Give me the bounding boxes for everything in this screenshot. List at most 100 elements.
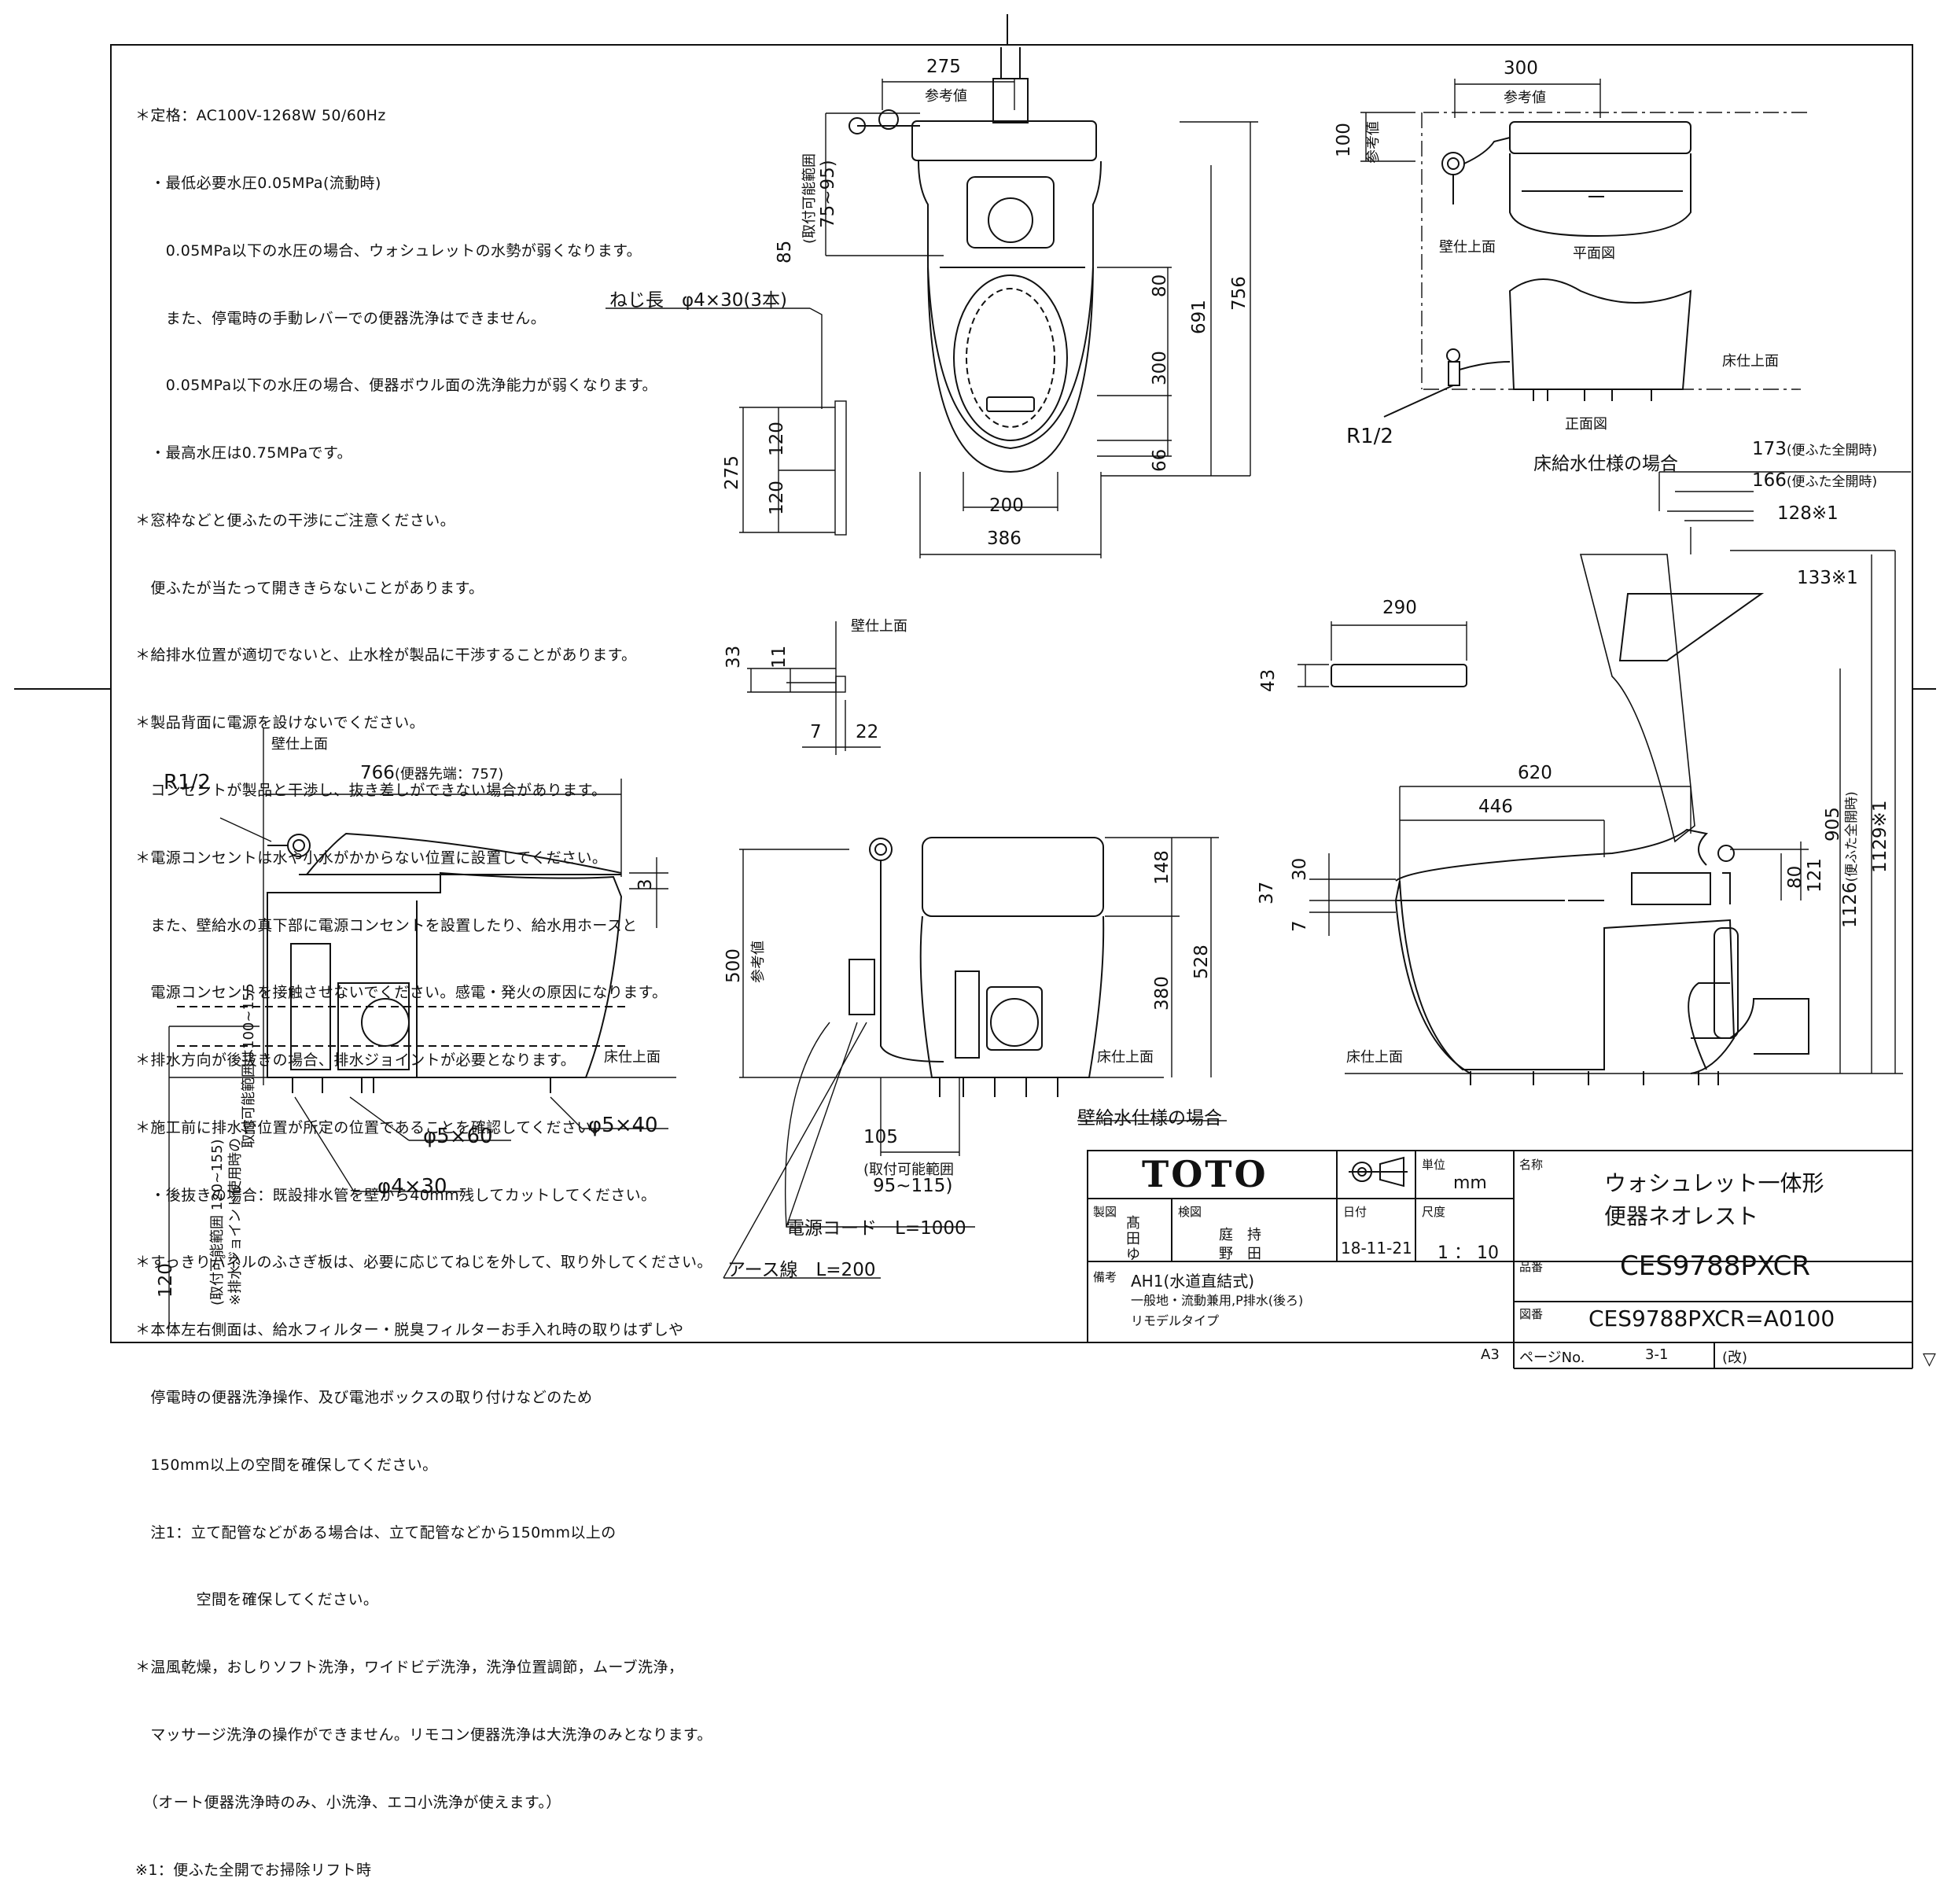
dim-121: 121	[1805, 858, 1825, 893]
product-name-1: ウォシュレット一体形	[1604, 1170, 1824, 1196]
product-name-2: 便器ネオレスト	[1604, 1203, 1759, 1229]
dim-200: 200	[989, 495, 1024, 516]
drawn-label: 製図	[1093, 1205, 1117, 1219]
drawing-number: CES9788PXCR=A0100	[1588, 1306, 1835, 1331]
unit-value: mm	[1453, 1173, 1487, 1193]
dim-100: 100	[1334, 123, 1354, 157]
note-line: また、壁給水の真下部に電源コンセントを設置したり、給水用ホースと	[135, 916, 638, 934]
dim-133: 133※1	[1797, 568, 1858, 588]
drawn-by: 髙 田 ゆ	[1126, 1215, 1140, 1263]
dim-85: 85	[775, 240, 795, 263]
dim-43: 43	[1258, 668, 1279, 692]
revision-label: (改)	[1722, 1350, 1748, 1366]
wall-supply-case-label: 壁給水仕様の場合	[1077, 1108, 1222, 1129]
remarks-label: 備考	[1093, 1270, 1117, 1284]
side-view-floor-supply	[1394, 554, 1809, 1085]
dim-148: 148	[1152, 850, 1172, 885]
dim-446: 446	[1478, 797, 1513, 817]
mount-range-label: (取付可能範囲	[801, 153, 818, 244]
wall-top-label-2: 壁仕上面	[851, 618, 907, 635]
note-line: また、停電時の手動レバーでの便器洗浄はできません。	[135, 309, 547, 327]
remark-3: リモデルタイプ	[1131, 1313, 1220, 1328]
floor-supply-case-label: 床給水仕様の場合	[1533, 454, 1678, 474]
note-line: ＊施工前に排水管位置が所定の位置であることを確認してください。	[135, 1118, 608, 1136]
corner-triangle-icon: ▽	[1923, 1350, 1936, 1369]
note-line: ＊製品背面に電源を設けないでください。	[135, 714, 425, 732]
date-value: 18-11-21	[1341, 1239, 1412, 1258]
wall-top-label-3: 壁仕上面	[271, 736, 328, 753]
dim-105: 105	[863, 1127, 898, 1147]
dim-1126: 1126(便ふた全開時)	[1840, 791, 1861, 928]
dim-300: 300	[1150, 351, 1170, 385]
remote-control	[1298, 621, 1467, 687]
r12-label-a: R1/2	[1346, 425, 1393, 448]
wall-top-label: 壁仕上面	[1439, 239, 1496, 256]
dim-386: 386	[987, 528, 1022, 549]
page-label: ページNo.	[1519, 1350, 1585, 1366]
note-line: ＊定格：AC100V-1268W 50/60Hz	[135, 107, 386, 125]
dim-66: 66	[1150, 448, 1170, 472]
checked-by-2: 野 田	[1219, 1246, 1261, 1262]
note-line: マッサージ洗浄の操作ができません。リモコン便器洗浄は大洗浄のみとなります。	[135, 1725, 712, 1744]
dim-120c: 120	[156, 1263, 176, 1298]
drawing-label: 図番	[1519, 1307, 1544, 1321]
note-line: 停電時の便器洗浄操作、及び電池ボックスの取り付けなどのため	[135, 1389, 593, 1407]
dim-300-top: 300	[1504, 58, 1538, 79]
dim-33: 33	[723, 645, 744, 668]
remark-2: 一般地・流動兼用,P排水(後ろ)	[1131, 1293, 1304, 1308]
dim-166: 166(便ふた全開時)	[1752, 470, 1878, 491]
dim-275: 275	[926, 57, 961, 77]
dim-528: 528	[1191, 945, 1212, 979]
scale-label: 尺度	[1422, 1205, 1446, 1219]
dim-120a: 120	[767, 422, 787, 456]
dim-173: 173(便ふた全開時)	[1752, 439, 1878, 459]
dim-22: 22	[856, 722, 879, 742]
notes-block: ＊定格：AC100V-1268W 50/60Hz ・最低必要水圧0.05MPa(…	[135, 60, 812, 1904]
note-line: 空間を確保してください。	[135, 1591, 379, 1609]
note-line: 便ふたが当たって開ききらないことがあります。	[135, 579, 484, 597]
dim-37: 37	[1257, 881, 1277, 904]
note-line: 0.05MPa以下の水圧の場合、ウォシュレットの水勢が弱くなります。	[135, 241, 642, 260]
note-line: コンセントが製品と干渉し、抜き差しができない場合があります。	[135, 782, 607, 799]
dim-290: 290	[1382, 598, 1417, 618]
scale-value: 1 ： 10	[1437, 1243, 1499, 1263]
note-line: （オート便器洗浄時のみ、小洗浄、エコ小洗浄が使えます。）	[135, 1793, 561, 1811]
side-view-wall	[177, 832, 629, 1093]
dim-30: 30	[1290, 857, 1310, 881]
dim-3: 3	[635, 878, 656, 890]
range-label-c: 取付可能範囲は100~155	[241, 983, 257, 1148]
dim-380: 380	[1152, 976, 1172, 1011]
phi5x40-label: φ5×40	[588, 1114, 658, 1137]
note-line: ＊排水方向が後抜きの場合、排水ジョイントが必要となります。	[135, 1051, 576, 1070]
dim-80: 80	[1150, 274, 1170, 297]
note-line: 電源コンセントを接触させないでください。感電・発火の原因になります。	[135, 984, 668, 1002]
note-line: ・後抜きの場合：既設排水管を壁から40mm残してカットしてください。	[135, 1186, 657, 1204]
ref-value-label-2: 参考値	[1504, 90, 1546, 106]
screw-length-label: ねじ長 φ4×30(3本)	[609, 290, 787, 311]
page-number: 3-1	[1645, 1346, 1669, 1363]
floor-top-label-3: 床仕上面	[1097, 1049, 1154, 1066]
plan-view-label: 平面図	[1573, 245, 1615, 262]
range-label-b: ※排水ジョイント使用時の	[227, 1137, 244, 1306]
note-line: ＊本体左右側面は、給水フィルター・脱臭フィルターお手入れ時の取りはずしや	[135, 1321, 684, 1339]
sheet-size: A3	[1481, 1346, 1500, 1363]
unit-label: 単位	[1422, 1158, 1446, 1172]
dim-7: 7	[810, 722, 822, 742]
range-label-d: (取付可能範囲	[863, 1162, 955, 1178]
floor-top-label-4: 床仕上面	[1346, 1049, 1403, 1066]
floor-top-label-2: 床仕上面	[604, 1049, 661, 1066]
note-line: ・最低必要水圧0.05MPa(流動時)	[135, 174, 381, 192]
ref-value-label: 参考値	[925, 88, 967, 105]
mount-range-value: 75~95)	[818, 160, 838, 228]
ref-value-label-4: 参考値	[750, 941, 767, 983]
dim-756: 756	[1229, 276, 1250, 311]
toto-logo: TOTO	[1142, 1153, 1268, 1195]
range-label-e: 95~115)	[873, 1176, 953, 1196]
dim-500: 500	[723, 948, 744, 983]
dim-1129: 1129※1	[1870, 800, 1890, 873]
part-label: 品番	[1519, 1260, 1544, 1274]
ref-value-label-3: 参考値	[1365, 121, 1382, 164]
date-label: 日付	[1343, 1205, 1368, 1219]
note-line: ＊電源コンセントは水や小水がかからない位置に設置してください。	[135, 849, 608, 867]
dim-11: 11	[769, 645, 790, 668]
